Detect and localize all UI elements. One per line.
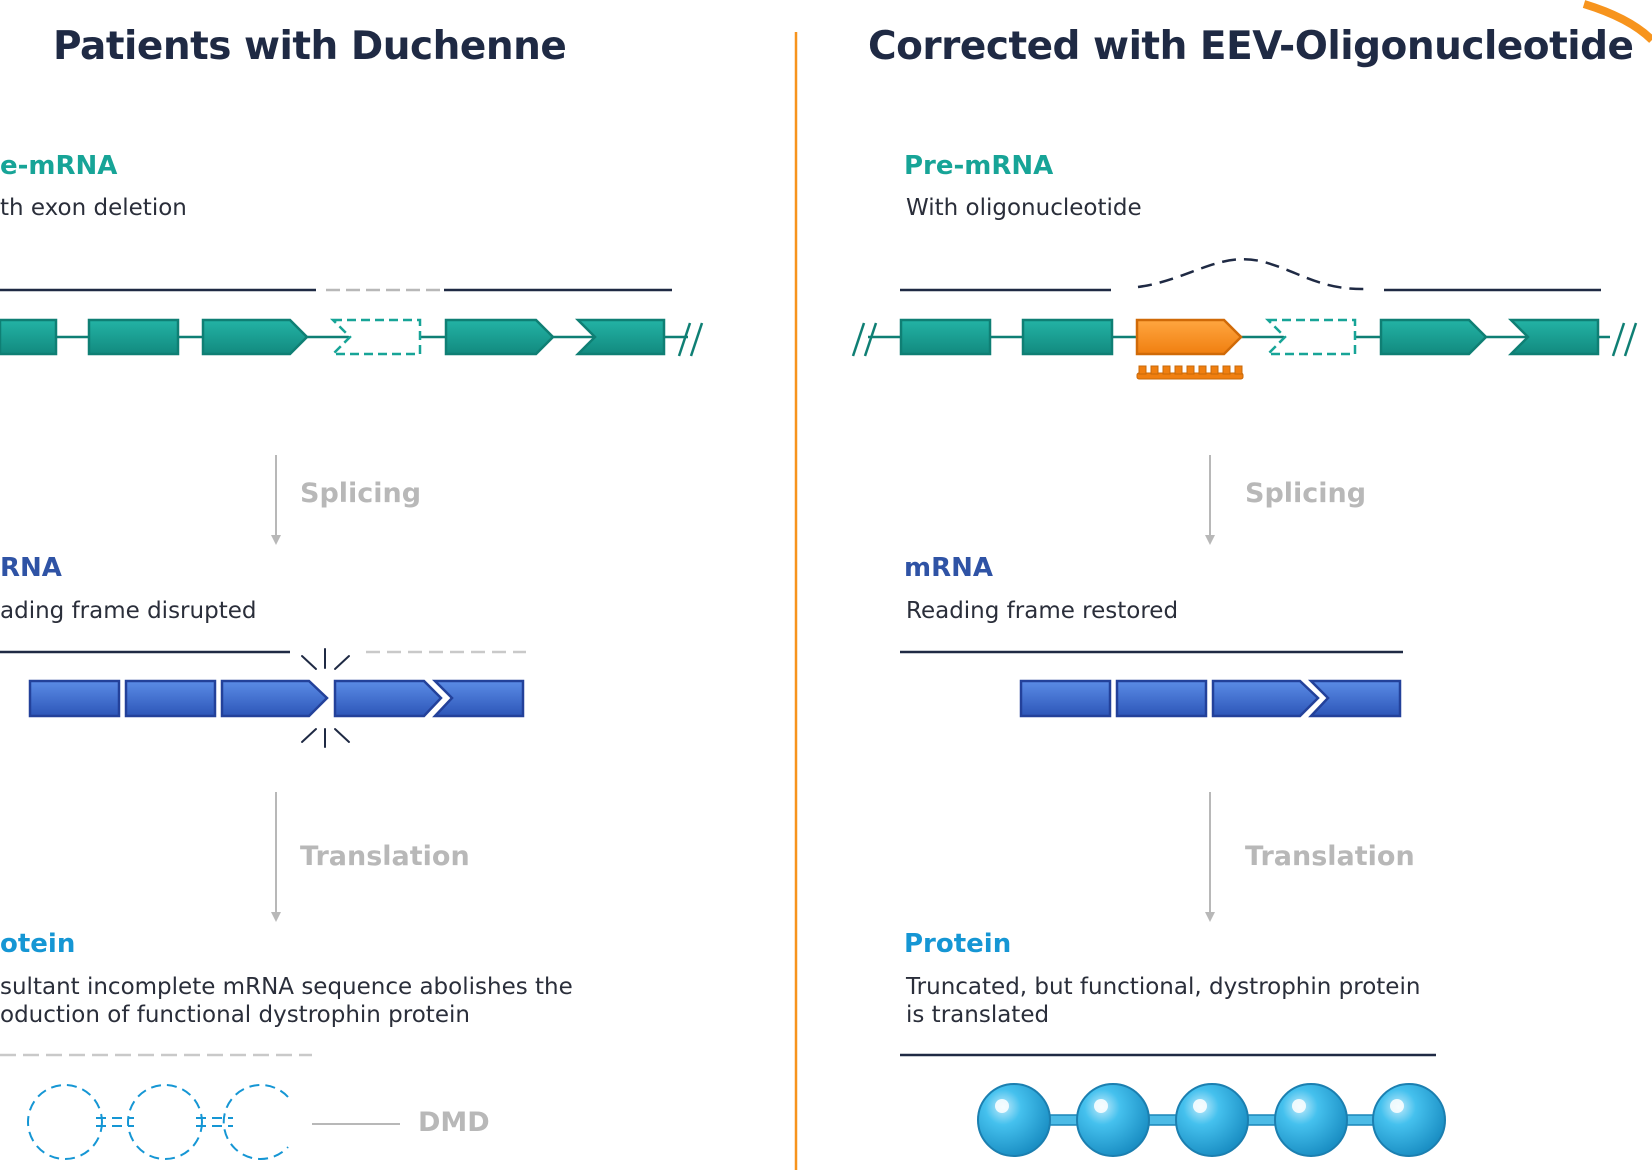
- right-premrna-skip-arc: [1137, 257, 1367, 291]
- exon: [201, 318, 309, 356]
- protein-bead: [1372, 1083, 1446, 1157]
- exon: [0, 318, 58, 356]
- exon: [1211, 679, 1320, 718]
- broken-bead: [127, 1084, 203, 1160]
- right-protein-desc-line1: Truncated, but functional, dystrophin pr…: [906, 974, 1421, 1000]
- protein-bead: [1274, 1083, 1348, 1157]
- oligonucleotide: [1136, 365, 1244, 380]
- right-protein-label: Protein: [904, 929, 1012, 959]
- left-premrna-label: e-mRNA: [0, 151, 118, 181]
- right-mrna-exons: [1019, 679, 1402, 718]
- left-mrna-label: RNA: [0, 553, 62, 583]
- exon: [899, 318, 992, 356]
- left-panel-title: Patients with Duchenne: [53, 24, 567, 69]
- left-protein-label: otein: [0, 929, 76, 959]
- right-mrna-desc: Reading frame restored: [906, 598, 1179, 624]
- dmd-label: DMD: [418, 1107, 490, 1138]
- left-splicing-arrow: [271, 455, 281, 545]
- broken-bead: [27, 1084, 103, 1160]
- protein-bead: [977, 1083, 1051, 1157]
- left-mrna-exons: [28, 679, 525, 718]
- left-translation-arrow: [271, 792, 281, 922]
- exon: [1307, 679, 1402, 718]
- right-panel-title: Corrected with EEV-Oligonucleotide: [868, 24, 1634, 69]
- exon: [1379, 318, 1488, 356]
- right-translation-label: Translation: [1245, 841, 1415, 872]
- skipped-exon: [1264, 318, 1357, 356]
- left-mrna-desc: ading frame disrupted: [0, 598, 257, 624]
- right-splicing-label: Splicing: [1245, 478, 1367, 509]
- left-protein-desc-line2: oduction of functional dystrophin protei…: [0, 1002, 470, 1028]
- left-protein-desc-line1: sultant incomplete mRNA sequence abolish…: [0, 974, 573, 1000]
- corner-arc: [1582, 0, 1652, 43]
- exon: [28, 679, 121, 718]
- left-premrna-exons: [0, 318, 666, 356]
- left-premrna-desc: th exon deletion: [0, 195, 187, 221]
- protein-bead: [1076, 1083, 1150, 1157]
- broken-bead: [222, 1084, 289, 1160]
- left-translation-label: Translation: [300, 841, 470, 872]
- exon: [87, 318, 180, 356]
- left-splicing-label: Splicing: [300, 478, 422, 509]
- left-break-mark: [664, 322, 704, 357]
- right-splicing-arrow: [1205, 455, 1215, 545]
- exon: [333, 679, 443, 718]
- right-break-mark-right: [1611, 322, 1638, 357]
- exon: [444, 318, 555, 356]
- exon: [431, 679, 525, 718]
- exon: [1507, 318, 1600, 356]
- right-break-mark-left: [851, 322, 878, 357]
- right-protein-desc-line2: is translated: [906, 1002, 1050, 1028]
- right-premrna-exons: [899, 318, 1600, 356]
- exon: [220, 679, 329, 718]
- right-premrna-label: Pre-mRNA: [904, 151, 1054, 181]
- exon: [1019, 679, 1112, 718]
- frame-disruption-burst: [301, 648, 350, 748]
- right-mrna-label: mRNA: [904, 553, 993, 583]
- exon: [124, 679, 217, 718]
- exon: [1115, 679, 1208, 718]
- oligo-bound-exon: [1135, 318, 1243, 356]
- protein-bead: [1175, 1083, 1249, 1157]
- exon: [1021, 318, 1114, 356]
- right-premrna-desc: With oligonucleotide: [906, 195, 1142, 221]
- broken-protein: [27, 1084, 289, 1160]
- exon: [574, 318, 666, 356]
- functional-protein: [977, 1083, 1446, 1157]
- right-translation-arrow: [1205, 792, 1215, 922]
- deleted-exon: [329, 318, 422, 356]
